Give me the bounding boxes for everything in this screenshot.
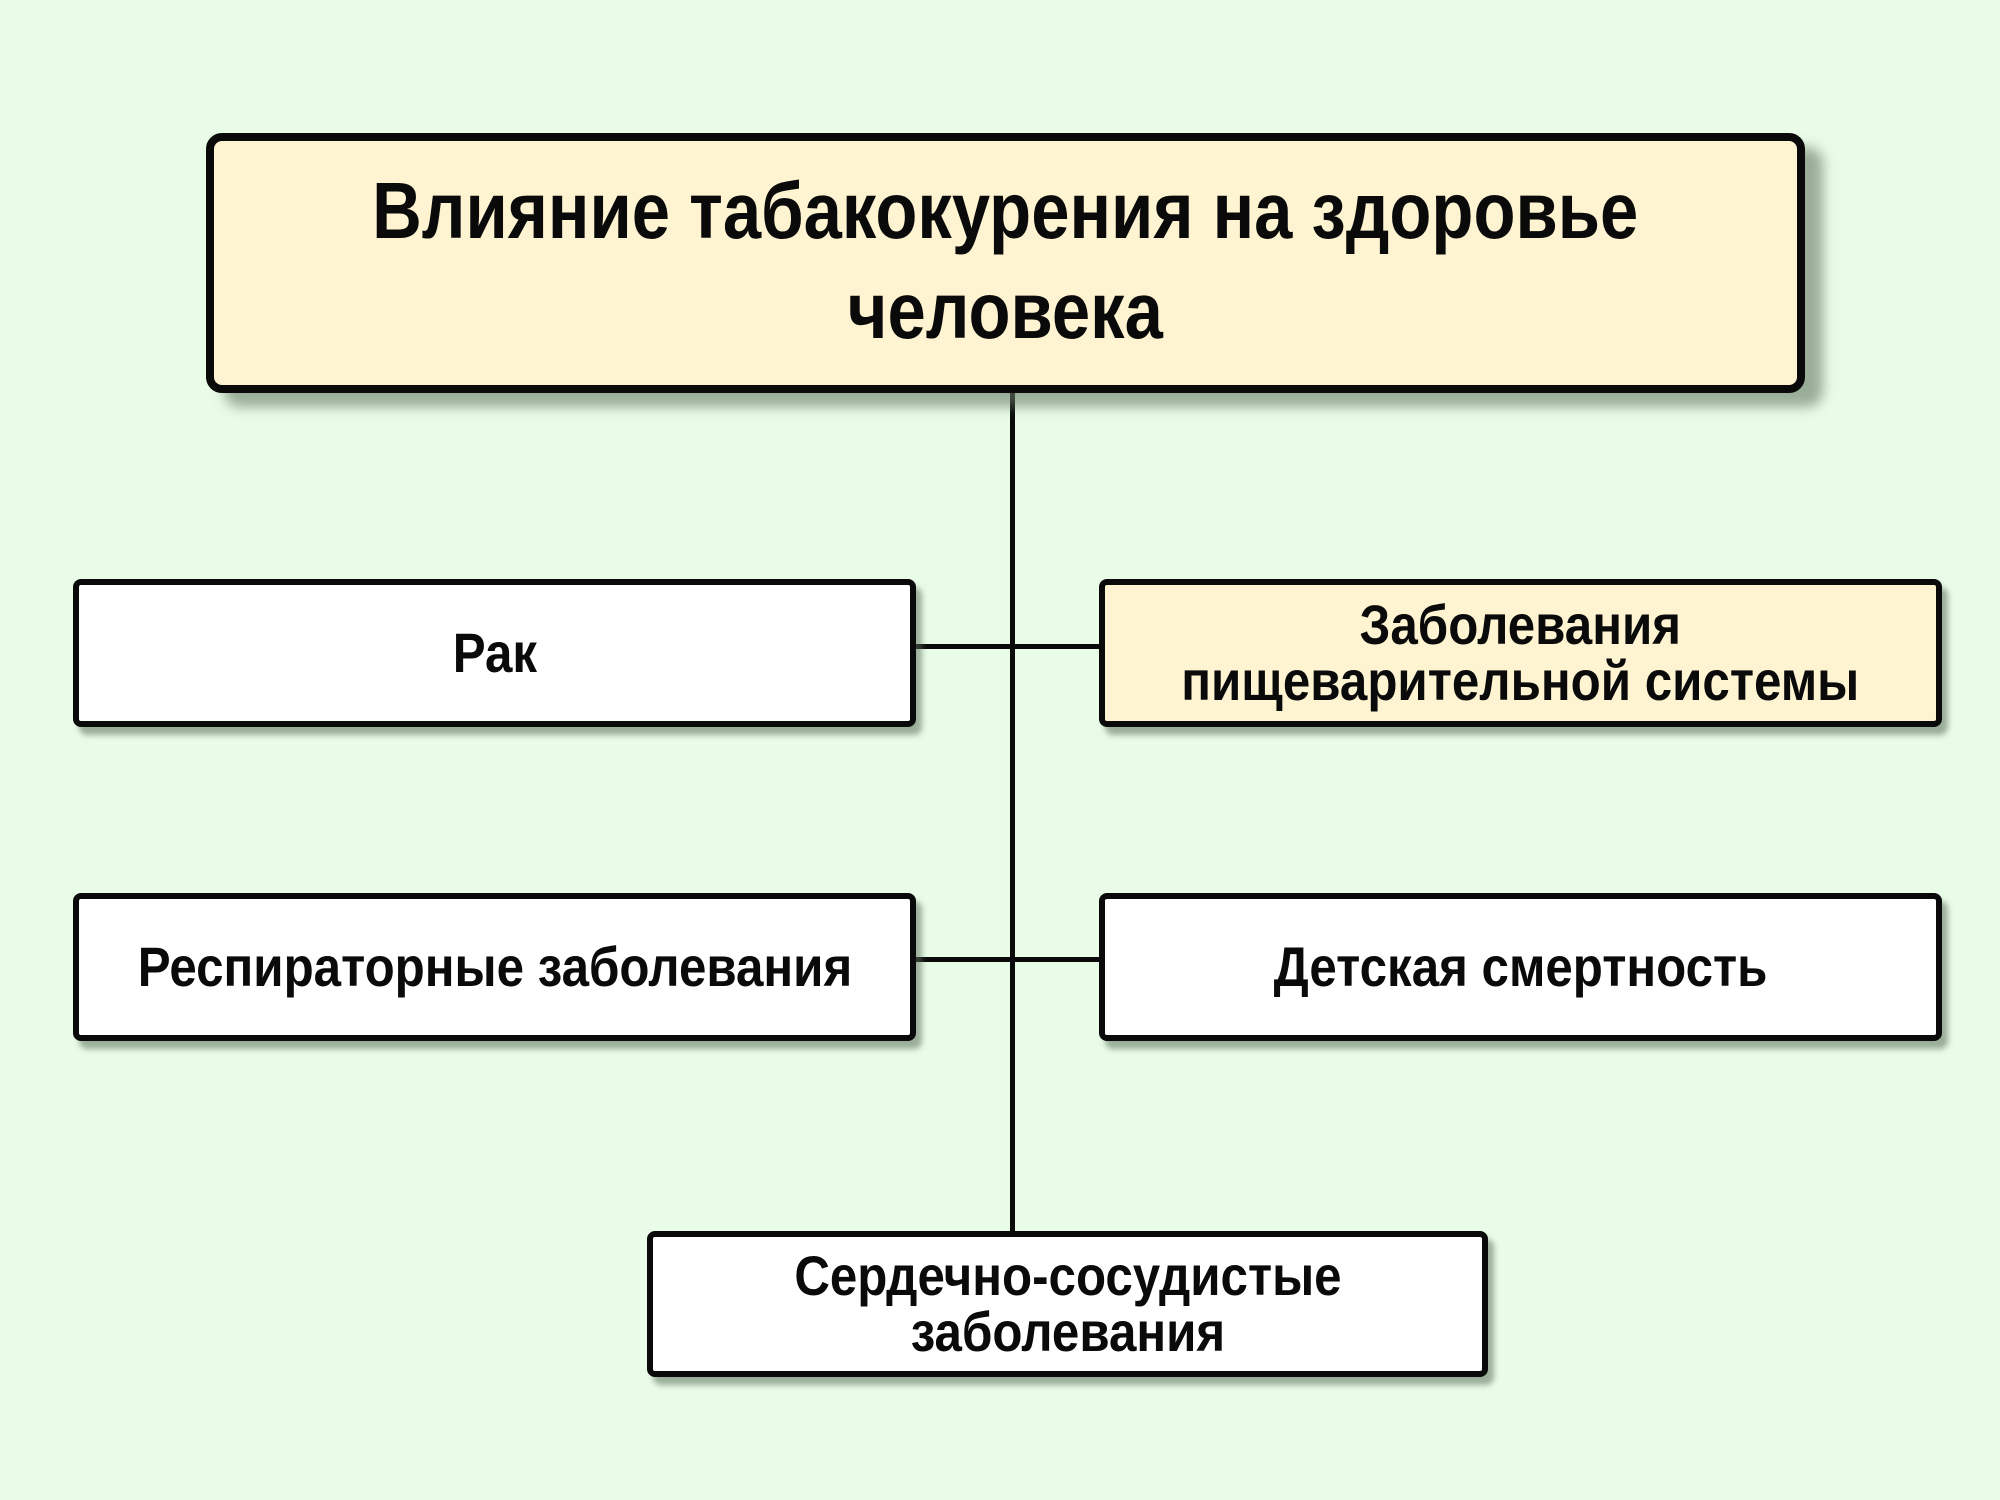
node-label: Рак: [452, 625, 536, 681]
trunk-connector-line: [1010, 392, 1015, 1234]
node-label-line: Рак: [452, 621, 537, 684]
connector-row-1: [913, 644, 1103, 649]
title-line-2: человека: [847, 266, 1164, 355]
node-label-line: заболевания: [910, 1300, 1225, 1363]
node-respiratory-diseases: Респираторные заболевания: [73, 893, 916, 1041]
node-cardiovascular-diseases: Сердечно-сосудистые заболевания: [647, 1231, 1488, 1377]
node-digestive-diseases: Заболевания пищеварительной системы: [1099, 579, 1942, 727]
node-label: Заболевания пищеварительной системы: [1181, 597, 1859, 709]
node-label-line: Детская смертность: [1273, 935, 1768, 998]
node-label: Респираторные заболевания: [137, 939, 852, 995]
node-label: Детская смертность: [1274, 939, 1768, 995]
node-cancer: Рак: [73, 579, 916, 727]
node-label-line: Сердечно-сосудистые: [793, 1244, 1342, 1307]
node-label-line: Заболевания: [1359, 593, 1682, 656]
node-infant-mortality: Детская смертность: [1099, 893, 1942, 1041]
title-node: Влияние табакокурения на здоровье челове…: [206, 133, 1805, 393]
node-label-line: Респираторные заболевания: [137, 935, 852, 998]
connector-row-2: [913, 957, 1103, 962]
title-text: Влияние табакокурения на здоровье челове…: [372, 161, 1638, 361]
node-label-line: пищеварительной системы: [1181, 649, 1860, 712]
node-label: Сердечно-сосудистые заболевания: [794, 1248, 1341, 1360]
title-line-1: Влияние табакокурения на здоровье: [372, 166, 1639, 255]
